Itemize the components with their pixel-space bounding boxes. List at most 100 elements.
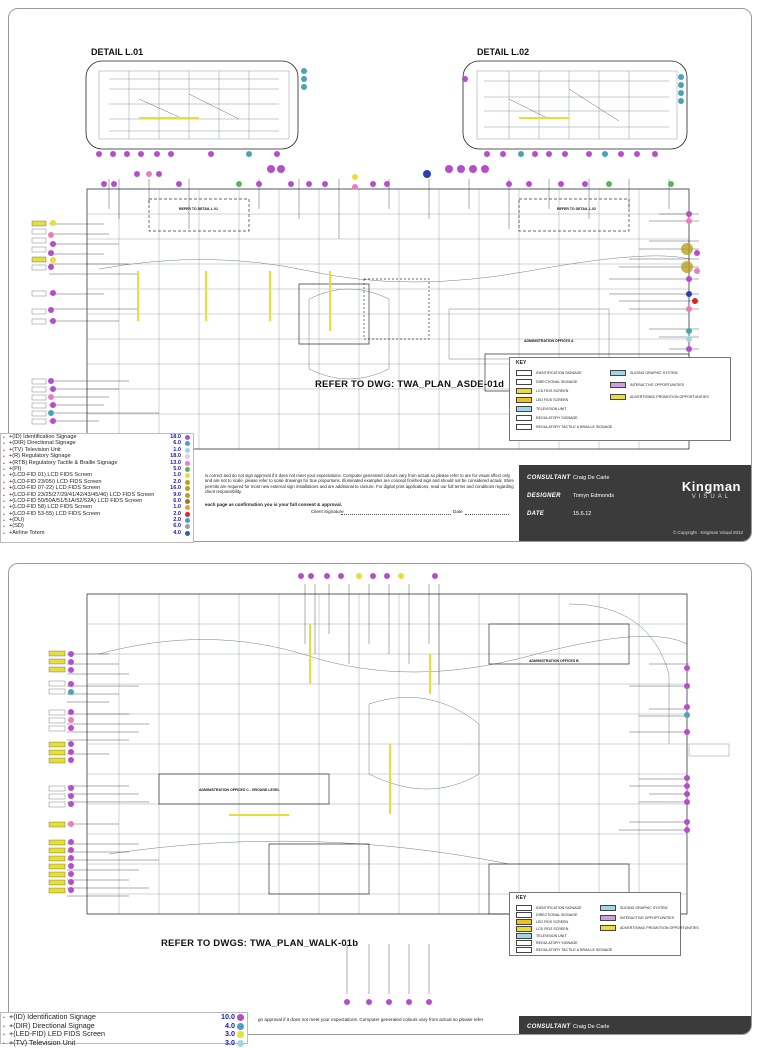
disclaimer-notes: is correct and do not sign approval if i…: [205, 473, 514, 494]
detail-title-right: DETAIL L.02: [477, 47, 530, 57]
bullet-icon: •: [3, 466, 5, 473]
legend-label: +(DIR) Directional Signage: [9, 1020, 95, 1030]
admin-offices-b-label: ADMINISTRATION OFFICES B: [529, 659, 579, 663]
bullet-icon: •: [3, 511, 5, 518]
legend-label: +(ID) Identification Signage: [9, 1012, 96, 1021]
refer-drawing: REFER TO DWG: TWA_PLAN_ASDE-01d: [315, 379, 505, 390]
bullet-icon: •: [3, 435, 5, 441]
legend-swatch-icon: [185, 492, 190, 498]
refer-detail-left: REFER TO DETAIL L.01: [179, 207, 218, 211]
drawing-sheet-2: ADMINISTRATION OFFICES B ADMINISTRATION …: [8, 563, 752, 1035]
legend-row: •+(PI)5.0: [1, 465, 193, 473]
bullet-icon: •: [3, 486, 5, 493]
legend-swatch-icon: [185, 447, 190, 453]
key-item: SLIDING GRAPHIC SYSTEM: [610, 370, 678, 376]
key-item: DIRECTIONAL SIGNAGE: [516, 379, 577, 385]
legend-label: +(R) Regulatory Signage: [9, 453, 71, 460]
bullet-icon: •: [3, 460, 5, 467]
legend-count: 1.0: [173, 504, 181, 511]
legend-label: +(TV) Television Unit: [9, 1037, 76, 1047]
legend-label: +(LCD-FID 53-55) LCD FIDS Screen: [9, 510, 101, 517]
bullet-icon: •: [3, 518, 5, 525]
disclaimer-notes-2: gn approval if it does not meet your exp…: [258, 1017, 484, 1022]
legend-swatch-icon: [185, 441, 190, 447]
client-signature-label: Client Signature: [311, 509, 344, 514]
legend-label: +(LCD-FID 23/25/27/29/41/42/43/45/46) LC…: [9, 491, 155, 498]
legend-row: • +(LCD-FID 23/25/27/29/41/42/43/45/46) L…: [1, 491, 193, 499]
legend-label: +(LCD-FID 50/50A/51/51A/52/52A) LCD FIDS…: [9, 497, 143, 504]
floor-plan-2: [48, 573, 730, 1005]
legend-swatch-icon: [185, 518, 190, 524]
key-item: DIRECTIONAL SIGNAGE: [516, 912, 577, 918]
key-title: KEY: [516, 360, 527, 366]
legend-count: 3.0: [225, 1029, 235, 1039]
legend-count: 13.0: [170, 459, 181, 466]
legend-row: • +(R) Regulatory Signage 18.0: [1, 453, 193, 461]
legend-count: 2.0: [173, 517, 181, 524]
legend-label: +(LCD-FID 58) LCD FIDS Screen: [9, 504, 93, 511]
legend-swatch-icon: [185, 524, 190, 530]
key-item: INTERACTIVE OPPORTUNITIES: [600, 915, 674, 921]
legend-count: 18.0: [170, 453, 181, 460]
refer-drawings: REFER TO DWGS: TWA_PLAN_WALK-01b: [161, 938, 359, 949]
bullet-icon: •: [3, 447, 5, 454]
bullet-icon: •: [3, 492, 5, 499]
key-item: IDENTIFICATION SIGNAGE: [516, 370, 582, 376]
legend-label: +(LCD-FID 23/05/) LCD FIDS Screen: [9, 478, 102, 485]
legend-count: 5.0: [173, 465, 181, 472]
legend-label: +(TV) Television Unit: [9, 446, 61, 453]
legend-swatch-icon: [185, 511, 190, 517]
legend-count: 16.0: [170, 485, 181, 492]
key-item: ADVERTISING/ PROMOTION OPPORTUNITIES: [610, 394, 709, 400]
legend-count: 4.0: [173, 529, 181, 536]
legend-swatch-icon: [237, 1039, 244, 1047]
admin-offices-label: ADMINISTRATION OFFICES A: [524, 339, 574, 343]
legend-count: 3.0: [225, 1037, 235, 1047]
legend-count: 2.0: [173, 478, 181, 485]
refer-detail-right: REFER TO DETAIL L.02: [557, 207, 596, 211]
key-item: SLIDING GRAPHIC SYSTEM: [600, 905, 668, 911]
legend-count: 1.0: [173, 472, 181, 479]
legend-count: 18.0: [170, 434, 181, 440]
legend-swatch-icon: [237, 1031, 244, 1039]
bullet-icon: •: [3, 524, 5, 531]
bullet-icon: •: [3, 473, 5, 480]
bullet-icon: •: [3, 1040, 5, 1047]
copyright: © Copyright . Kingman Visual 2012: [672, 530, 743, 535]
legend-label: +(DIR) Directional Signage: [9, 440, 76, 447]
key-item: REGULATORY TACTILE & BRAILLE SIGNAGE: [516, 947, 612, 953]
key-panel-2: KEY IDENTIFICATION SIGNAGE DIRECTIONAL S…: [509, 892, 699, 956]
detail-title-left: DETAIL L.01: [91, 47, 144, 57]
key-title: KEY: [516, 895, 527, 901]
legend-count: 4.0: [225, 1020, 235, 1030]
legend-swatch-icon: [185, 530, 190, 536]
legend-swatch-icon: [185, 505, 190, 511]
legend-swatch-icon: [185, 466, 190, 472]
key-item: IDENTIFICATION SIGNAGE: [516, 905, 582, 911]
legend-row: • +(TV) Television Unit 3.0: [1, 1037, 247, 1048]
bullet-icon: •: [3, 454, 5, 461]
bullet-icon: •: [3, 441, 5, 448]
legend-swatch-icon: [185, 486, 190, 492]
date-field[interactable]: [465, 509, 509, 515]
legend-count: 6.0: [173, 497, 181, 504]
key-item: REGULATORY SIGNAGE: [516, 415, 578, 421]
legend-swatch-icon: [185, 435, 190, 440]
key-item: LCD FIDS SCREEN: [516, 388, 568, 394]
admin-offices-c-label: ADMINISTRATION OFFICES C - GROUND LEVEL: [199, 788, 280, 792]
client-signature-field[interactable]: [341, 509, 451, 515]
legend-swatch-icon: [185, 460, 190, 466]
key-item: LCD FIDS SCREEN: [516, 926, 568, 932]
